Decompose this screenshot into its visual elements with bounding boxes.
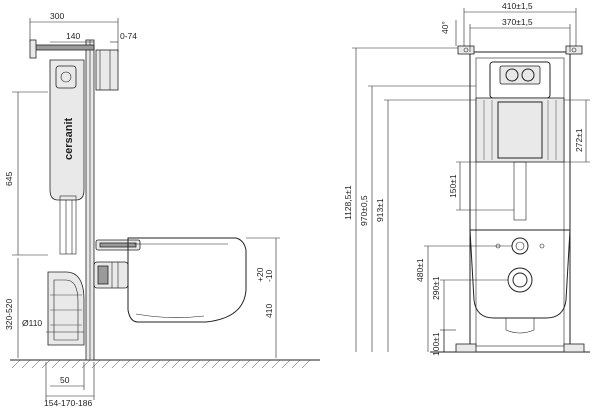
dim-913: 913±1	[375, 198, 385, 222]
frame-upright	[85, 39, 95, 361]
dim-150: 150±1	[448, 174, 458, 198]
flush-button-small	[521, 68, 535, 82]
wc-bowl-side	[127, 237, 247, 323]
drain-pipe	[47, 271, 85, 346]
dim-480: 480±1	[415, 258, 425, 282]
dim-645: 645	[4, 172, 14, 186]
dim-290: 290±1	[431, 276, 441, 300]
dim-plus20: +20	[255, 267, 265, 282]
waste-fitting	[93, 239, 141, 289]
dim-50: 50	[60, 375, 70, 385]
front-frame	[455, 45, 585, 353]
dim-1128: 1128,5±1	[343, 185, 353, 220]
cistern	[49, 59, 85, 255]
dim-40-deg: 40°	[440, 21, 450, 34]
front-dimensions: 40° 410±1,5 370±1,5 1128,5±1 970±0,5 913…	[343, 1, 590, 356]
front-cistern	[475, 61, 565, 221]
brand-logo: cersanit	[63, 117, 75, 160]
dim-370-width: 370±1,5	[502, 17, 533, 27]
dim-300: 300	[50, 11, 64, 21]
front-view: 40° 410±1,5 370±1,5 1128,5±1 970±0,5 913…	[343, 1, 590, 356]
dim-320-520: 320-520	[4, 299, 14, 330]
dim-970: 970±0,5	[359, 195, 369, 226]
flush-button-large	[505, 68, 519, 82]
floor	[10, 359, 320, 369]
wc-bowl-front	[469, 229, 571, 334]
dim-272: 272±1	[574, 128, 584, 152]
dim-d110: Ø110	[22, 318, 42, 328]
dim-minus10: -10	[264, 269, 274, 282]
side-dimensions: 300 140 0-74 645 320-520 Ø110 50	[4, 11, 280, 408]
dim-154-170-186: 154-170-186	[44, 398, 92, 408]
dim-410-width: 410±1,5	[502, 1, 533, 11]
dim-140: 140	[66, 31, 80, 41]
top-bracket	[29, 39, 119, 91]
side-view: cersanit	[4, 11, 320, 408]
dim-0-74: 0-74	[120, 31, 137, 41]
dim-410: 410	[264, 304, 274, 318]
dim-100: 100±1	[431, 332, 441, 356]
